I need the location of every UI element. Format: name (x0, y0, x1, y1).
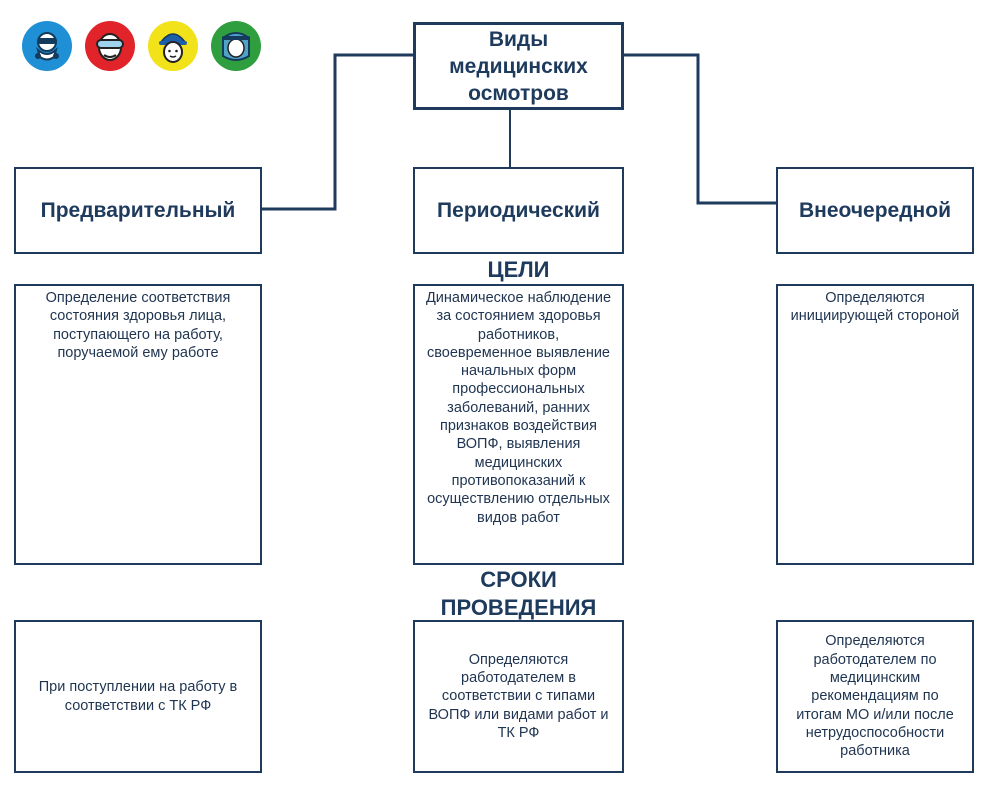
root-title: Виды медицинских осмотров (449, 27, 588, 105)
goal-extraordinary: Определяются инициирующей стороной (776, 284, 974, 565)
timing-extraordinary: Определяются работодателем по медицински… (776, 620, 974, 773)
face-shield-icon (211, 21, 261, 71)
goal-periodic: Динамическое наблюдение за состоянием зд… (413, 284, 624, 565)
connector-root-to-preliminary (260, 53, 415, 211)
goal-extraordinary-text: Определяются инициирующей стороной (790, 290, 960, 325)
type-node-periodic: Периодический (413, 167, 624, 254)
timing-preliminary-text: При поступлении на работу в соответствии… (38, 679, 238, 714)
respirator-mask-icon (22, 21, 72, 71)
type-node-preliminary: Предварительный (14, 167, 262, 254)
type-label-preliminary: Предварительный (40, 199, 236, 222)
ppe-icons (22, 21, 261, 71)
hard-hat-icon (148, 21, 198, 71)
timing-preliminary: При поступлении на работу в соответствии… (14, 620, 262, 773)
timing-periodic-text: Определяются работодателем в соответстви… (428, 651, 609, 741)
goal-preliminary: Определение соответствия состояния здоро… (14, 284, 262, 565)
type-label-periodic: Периодический (437, 199, 600, 222)
goals-section-label: ЦЕЛИ (487, 257, 550, 282)
goal-periodic-text: Динамическое наблюдение за состоянием зд… (425, 290, 612, 526)
root-node: Виды медицинских осмотров (413, 22, 624, 110)
goal-preliminary-text: Определение соответствия состояния здоро… (45, 290, 231, 361)
timing-periodic: Определяются работодателем в соответстви… (413, 620, 624, 773)
connector-root-to-extraordinary (622, 53, 777, 205)
timing-extraordinary-text: Определяются работодателем по медицински… (796, 633, 954, 760)
type-node-extraordinary: Внеочередной (776, 167, 974, 254)
safety-goggles-icon (85, 21, 135, 71)
type-label-extraordinary: Внеочередной (799, 199, 951, 222)
timing-section-label: СРОКИ ПРОВЕДЕНИЯ (440, 567, 597, 620)
